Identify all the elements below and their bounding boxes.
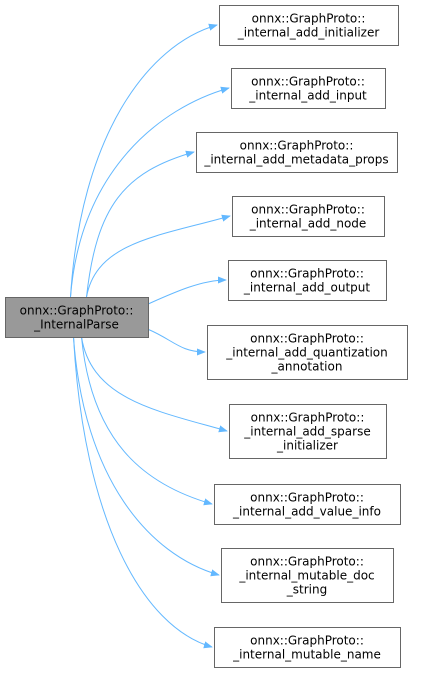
target-node-box	[196, 132, 398, 173]
call-nodes: onnx::GraphProto::_InternalParseonnx::Gr…	[5, 5, 408, 668]
call-edges	[70, 23, 231, 649]
target-node-label-line: _internal_add_value_info	[232, 505, 381, 519]
target-node-box	[219, 5, 399, 46]
target-node-box	[207, 325, 408, 380]
target-node-label-line: onnx::GraphProto::	[250, 332, 364, 346]
source-node-internal-parse-box	[5, 297, 149, 338]
target-node[interactable]: onnx::GraphProto::_internal_add_output	[228, 260, 387, 301]
target-node-label-line: _internal_mutable_name	[232, 648, 381, 662]
target-node[interactable]: onnx::GraphProto::_internal_add_quantiza…	[207, 325, 408, 380]
target-node-label-line: onnx::GraphProto::	[251, 411, 365, 425]
call-edge	[70, 86, 230, 298]
target-node-box	[221, 548, 394, 603]
call-edge	[73, 336, 220, 577]
target-node-label-line: onnx::GraphProto::	[250, 555, 364, 569]
source-node-internal-parse-label-line: _InternalParse	[33, 318, 119, 332]
target-node-label-line: _internal_mutable_doc	[238, 569, 374, 583]
target-node-box	[214, 484, 401, 525]
target-node[interactable]: onnx::GraphProto::_internal_add_input	[231, 68, 386, 109]
call-edge	[86, 150, 195, 298]
target-node-label-line: onnx::GraphProto::	[250, 267, 364, 281]
call-edge	[81, 336, 213, 506]
target-node[interactable]: onnx::GraphProto::_internal_add_value_in…	[214, 484, 401, 525]
target-node-label-line: _string	[286, 583, 327, 597]
call-edge	[81, 336, 228, 433]
target-node-label-line: _internal_add_quantization	[225, 346, 388, 360]
target-node-box	[228, 260, 387, 301]
target-node-label-line: _internal_add_output	[243, 281, 371, 295]
call-edge	[70, 23, 218, 298]
call-edge	[147, 328, 206, 356]
target-node[interactable]: onnx::GraphProto::_internal_add_metadata…	[196, 132, 398, 173]
target-node[interactable]: onnx::GraphProto::_internal_mutable_name	[214, 627, 401, 668]
target-node-label-line: onnx::GraphProto::	[251, 203, 365, 217]
target-node-label-line: _initializer	[276, 439, 338, 453]
target-node-label-line: onnx::GraphProto::	[250, 634, 364, 648]
call-edge	[86, 214, 231, 298]
target-node-box	[232, 196, 385, 237]
target-node[interactable]: onnx::GraphProto::_internal_mutable_doc_…	[221, 548, 394, 603]
target-node-label-line: _internal_add_initializer	[237, 26, 380, 40]
source-node-internal-parse-label-line: onnx::GraphProto::	[20, 304, 134, 318]
target-node-box	[229, 404, 387, 459]
call-edge	[73, 336, 213, 649]
target-node-label-line: onnx::GraphProto::	[250, 491, 364, 505]
source-node-internal-parse[interactable]: onnx::GraphProto::_InternalParse	[5, 297, 149, 338]
target-node-label-line: _annotation	[271, 360, 343, 374]
target-node-label-line: onnx::GraphProto::	[240, 139, 354, 153]
target-node[interactable]: onnx::GraphProto::_internal_add_initiali…	[219, 5, 399, 46]
target-node-label-line: onnx::GraphProto::	[251, 75, 365, 89]
target-node-label-line: _internal_add_sparse	[243, 425, 370, 439]
target-node-box	[231, 68, 386, 109]
call-edge	[147, 276, 227, 305]
target-node[interactable]: onnx::GraphProto::_internal_add_sparse_i…	[229, 404, 387, 459]
target-node-label-line: _internal_add_metadata_props	[203, 153, 388, 167]
target-node[interactable]: onnx::GraphProto::_internal_add_node	[232, 196, 385, 237]
target-node-label-line: _internal_add_node	[249, 217, 367, 231]
target-node-label-line: _internal_add_input	[248, 89, 367, 103]
target-node-box	[214, 627, 401, 668]
target-node-label-line: onnx::GraphProto::	[252, 12, 366, 26]
